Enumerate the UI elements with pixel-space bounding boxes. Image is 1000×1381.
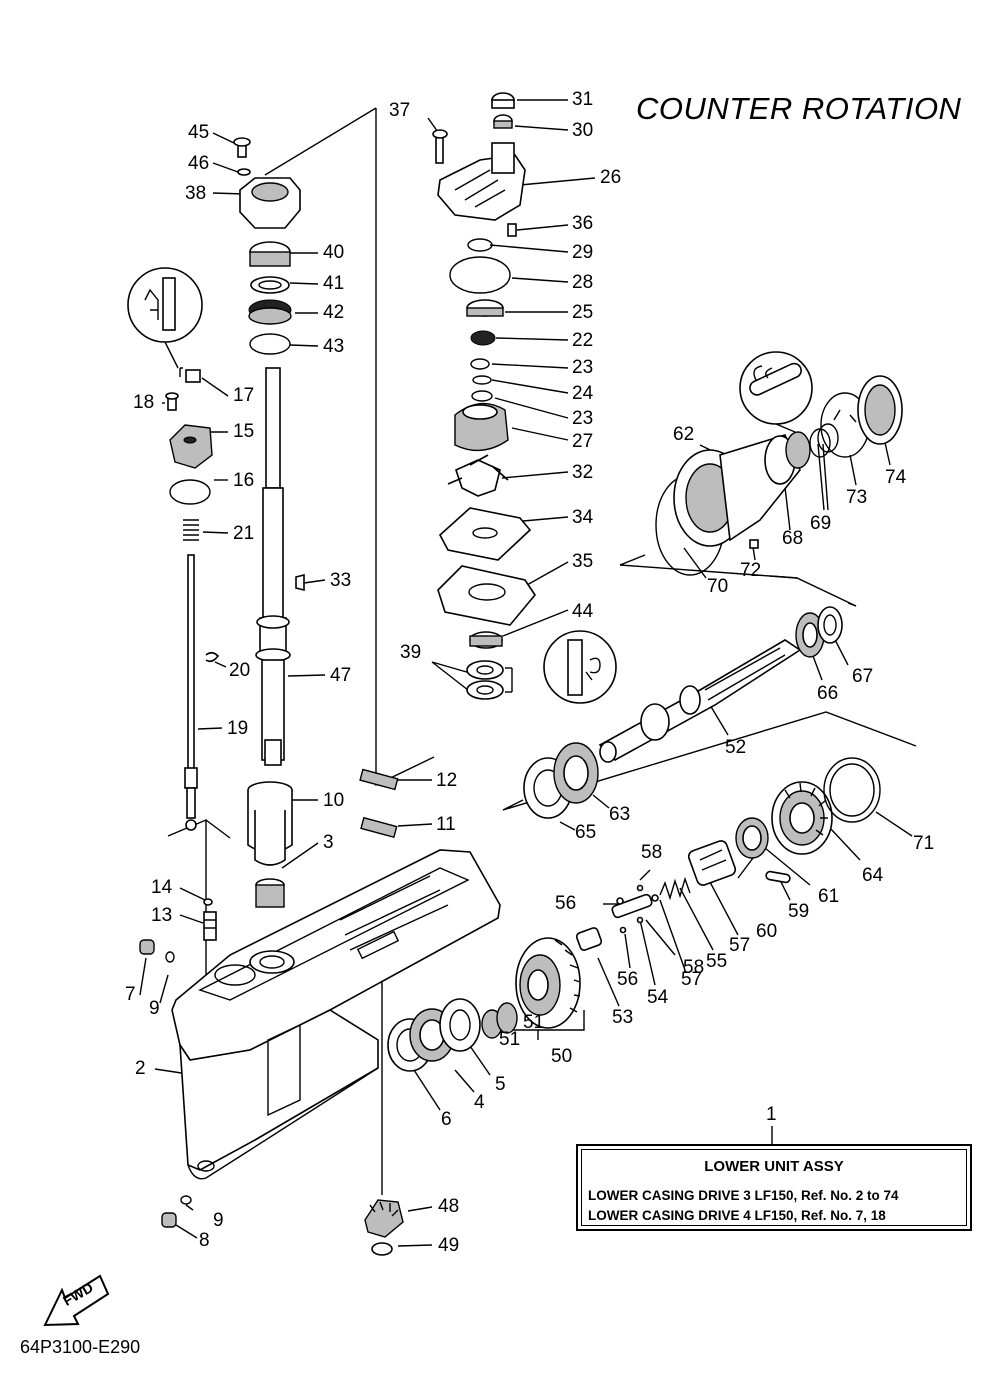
callout-68: 68 bbox=[782, 528, 804, 549]
callout-13: 13 bbox=[151, 905, 173, 926]
callout-71: 71 bbox=[913, 833, 935, 854]
callout-42: 42 bbox=[323, 302, 345, 323]
callout-47: 47 bbox=[330, 665, 352, 686]
callout-52: 52 bbox=[725, 737, 747, 758]
callout-64: 64 bbox=[862, 865, 884, 886]
callout-46: 46 bbox=[188, 153, 210, 174]
callout-3: 3 bbox=[323, 832, 334, 853]
callout-60: 60 bbox=[756, 921, 778, 942]
callout-21: 21 bbox=[233, 523, 255, 544]
callout-32: 32 bbox=[572, 462, 594, 483]
left-upper-parts bbox=[127, 137, 305, 663]
callout-14: 14 bbox=[151, 877, 173, 898]
callout-34: 34 bbox=[572, 507, 594, 528]
callout-15: 15 bbox=[233, 421, 255, 442]
callout-65: 65 bbox=[575, 822, 597, 843]
callout-12: 12 bbox=[436, 770, 458, 791]
propeller-shaft bbox=[598, 606, 843, 763]
callout-23: 23 bbox=[572, 357, 594, 378]
lower-unit-assy-box: LOWER UNIT ASSY LOWER CASING DRIVE 3 LF1… bbox=[576, 1144, 972, 1231]
callout-27: 27 bbox=[572, 431, 594, 452]
callout-73: 73 bbox=[846, 487, 868, 508]
callout-69: 69 bbox=[810, 513, 832, 534]
info-box-title: LOWER UNIT ASSY bbox=[704, 1158, 844, 1175]
callout-16: 16 bbox=[233, 470, 255, 491]
callout-37: 37 bbox=[389, 100, 411, 121]
callout-2: 2 bbox=[135, 1058, 146, 1079]
callout-35: 35 bbox=[572, 551, 594, 572]
callout-5: 5 bbox=[495, 1074, 506, 1095]
callout-70: 70 bbox=[707, 576, 729, 597]
callout-7: 7 bbox=[125, 984, 136, 1005]
diagram-title: COUNTER ROTATION bbox=[636, 91, 962, 126]
callout-9: 9 bbox=[149, 998, 160, 1019]
diagram-code: 64P3100-E290 bbox=[20, 1337, 141, 1357]
callout-17: 17 bbox=[233, 385, 255, 406]
callout-62: 62 bbox=[673, 424, 695, 445]
callout-57: 57 bbox=[681, 969, 703, 990]
callout-49: 49 bbox=[438, 1235, 460, 1256]
callout-50: 50 bbox=[551, 1046, 573, 1067]
callout-61: 61 bbox=[818, 886, 840, 907]
right-middle-parts bbox=[523, 742, 881, 951]
callout-25: 25 bbox=[572, 302, 594, 323]
callout-30: 30 bbox=[572, 120, 594, 141]
callout-55: 55 bbox=[706, 951, 728, 972]
callout-40: 40 bbox=[323, 242, 345, 263]
callout-43: 43 bbox=[323, 336, 345, 357]
callout-38: 38 bbox=[185, 183, 207, 204]
callout-22: 22 bbox=[572, 330, 594, 351]
callout-33: 33 bbox=[330, 570, 352, 591]
info-box-line-2: LOWER CASING DRIVE 4 LF150, Ref. No. 7, … bbox=[588, 1208, 886, 1223]
callout-23: 23 bbox=[572, 408, 594, 429]
middle-left-parts bbox=[139, 768, 404, 1256]
callout-11: 11 bbox=[436, 814, 456, 835]
lower-casing bbox=[171, 849, 501, 1180]
callout-63: 63 bbox=[609, 804, 631, 825]
upper-right-housing bbox=[655, 351, 903, 576]
callout-56: 56 bbox=[555, 893, 577, 914]
info-box-line-1: LOWER CASING DRIVE 3 LF150, Ref. No. 2 t… bbox=[588, 1188, 899, 1203]
callout-8: 8 bbox=[199, 1230, 210, 1251]
info-ref-number: 1 bbox=[766, 1104, 777, 1125]
shift-rod bbox=[184, 554, 198, 831]
callout-10: 10 bbox=[323, 790, 345, 811]
callout-31: 31 bbox=[572, 89, 594, 110]
callout-29: 29 bbox=[572, 242, 594, 263]
callout-44: 44 bbox=[572, 601, 594, 622]
callout-74: 74 bbox=[885, 467, 907, 488]
callout-41: 41 bbox=[323, 273, 345, 294]
callout-66: 66 bbox=[817, 683, 839, 704]
callout-36: 36 bbox=[572, 213, 594, 234]
callout-59: 59 bbox=[788, 901, 810, 922]
callout-54: 54 bbox=[647, 987, 669, 1008]
callout-51: 51 bbox=[499, 1029, 521, 1050]
callout-39: 39 bbox=[400, 642, 422, 663]
callout-58: 58 bbox=[641, 842, 663, 863]
callout-28: 28 bbox=[572, 272, 594, 293]
callout-6: 6 bbox=[441, 1109, 452, 1130]
callout-67: 67 bbox=[852, 666, 874, 687]
pump-parts bbox=[432, 92, 617, 704]
callout-24: 24 bbox=[572, 383, 594, 404]
callout-45: 45 bbox=[188, 122, 210, 143]
fwd-arrow bbox=[43, 1274, 110, 1327]
drive-shaft bbox=[255, 367, 291, 766]
middle-bearings bbox=[387, 937, 581, 1072]
callout-57: 57 bbox=[729, 935, 751, 956]
callout-26: 26 bbox=[600, 167, 622, 188]
callout-19: 19 bbox=[227, 718, 249, 739]
callout-48: 48 bbox=[438, 1196, 460, 1217]
callout-53: 53 bbox=[612, 1007, 634, 1028]
callout-58: 58 bbox=[683, 957, 705, 978]
callout-9: 9 bbox=[213, 1210, 224, 1231]
callout-72: 72 bbox=[740, 560, 762, 581]
callout-4: 4 bbox=[474, 1092, 485, 1113]
callout-18: 18 bbox=[133, 392, 155, 413]
callout-56: 56 bbox=[617, 969, 639, 990]
callout-51: 51 bbox=[523, 1012, 545, 1033]
callout-20: 20 bbox=[229, 660, 251, 681]
